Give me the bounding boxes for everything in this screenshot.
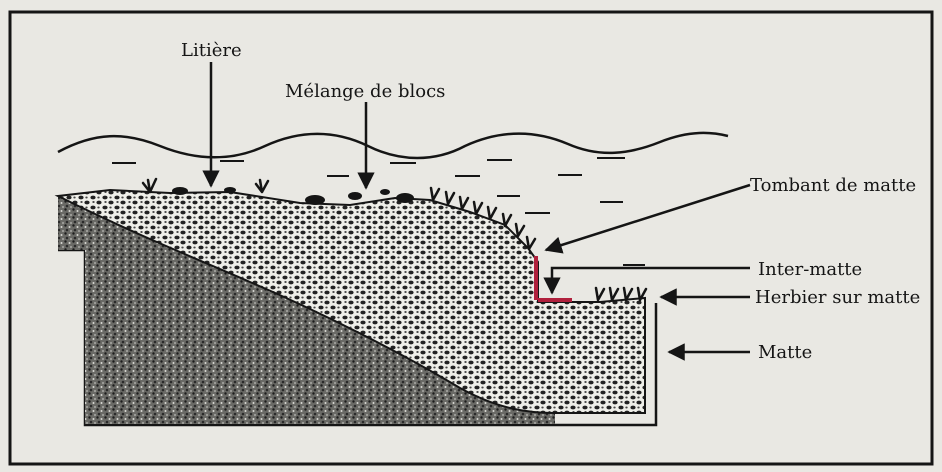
label-litiere: Litière [181,40,242,61]
label-matte: Matte [758,342,812,363]
label-herbier-sur-matte: Herbier sur matte [755,287,920,308]
label-tombant-de-matte: Tombant de matte [750,175,916,196]
label-inter-matte: Inter-matte [758,259,862,280]
label-melange-de-blocs: Mélange de blocs [285,81,445,102]
